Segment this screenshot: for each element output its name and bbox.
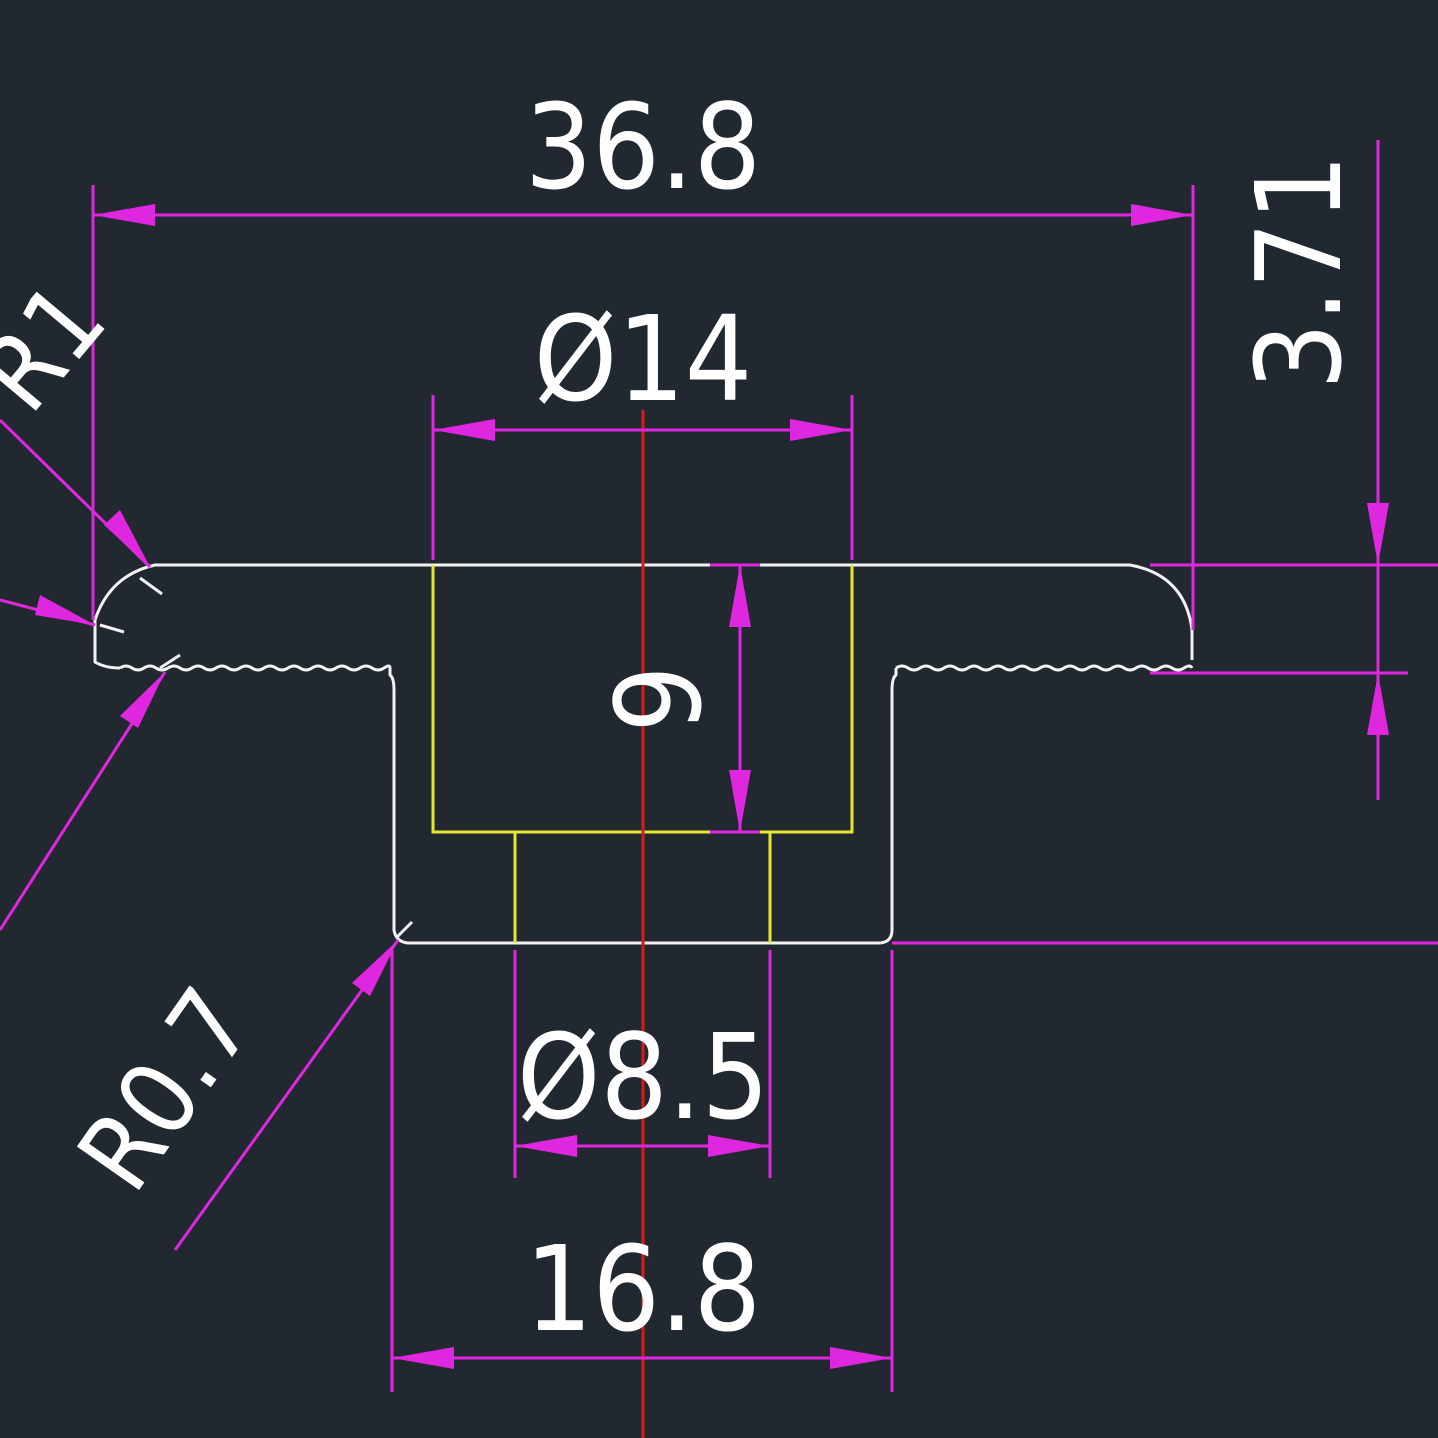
arrow-right [790, 419, 852, 441]
arrow-upper [35, 595, 95, 625]
leader-partial [0, 595, 167, 931]
arrow-right [830, 1347, 892, 1369]
arrow-bottom [729, 770, 751, 832]
arrow-left [392, 1347, 454, 1369]
arrow-lower [120, 672, 165, 728]
dimension-3-71 [1150, 140, 1438, 800]
dim-text-overall-width: 36.8 [525, 78, 761, 216]
dim-text-pocket-diameter: Ø14 [534, 290, 753, 428]
arrow-bottom [1367, 673, 1389, 735]
leader-r0-7 [173, 939, 400, 1251]
corner-mark [394, 920, 414, 940]
dim-text-stem-width: 16.8 [525, 1220, 761, 1358]
flange-top-edge [93, 563, 1194, 660]
corner-mark [139, 576, 163, 596]
arrow [104, 510, 150, 567]
flange-underside-left [119, 664, 392, 672]
dimension-9 [710, 563, 760, 834]
arrow-right [708, 1135, 770, 1157]
arrow-top [1367, 503, 1389, 565]
dimension-diameter-14 [431, 395, 854, 560]
arrow-left [93, 204, 155, 226]
dimension-16-8 [390, 941, 1438, 1392]
dimension-diameter-8-5 [513, 950, 772, 1178]
corner-mark [99, 623, 125, 634]
dimension-36-8 [91, 185, 1195, 630]
arrow [352, 940, 398, 996]
flange-underside-right [895, 664, 1194, 672]
arrow-left [433, 419, 495, 441]
arrow-right [1131, 204, 1193, 226]
part-outline [93, 563, 1194, 945]
leader-line [173, 939, 400, 1251]
leader-r1 [0, 418, 152, 569]
through-hole [513, 832, 772, 943]
dim-text-pocket-depth: 9 [590, 665, 728, 733]
corner-mark [159, 653, 181, 670]
dim-text-hole-diameter: Ø8.5 [517, 1008, 769, 1146]
arrow-top [729, 565, 751, 627]
corner-marks [99, 576, 414, 940]
dim-text-flange-thickness: 3.71 [1230, 154, 1368, 390]
flange-left-edge [93, 620, 121, 670]
arrow-left [515, 1135, 577, 1157]
